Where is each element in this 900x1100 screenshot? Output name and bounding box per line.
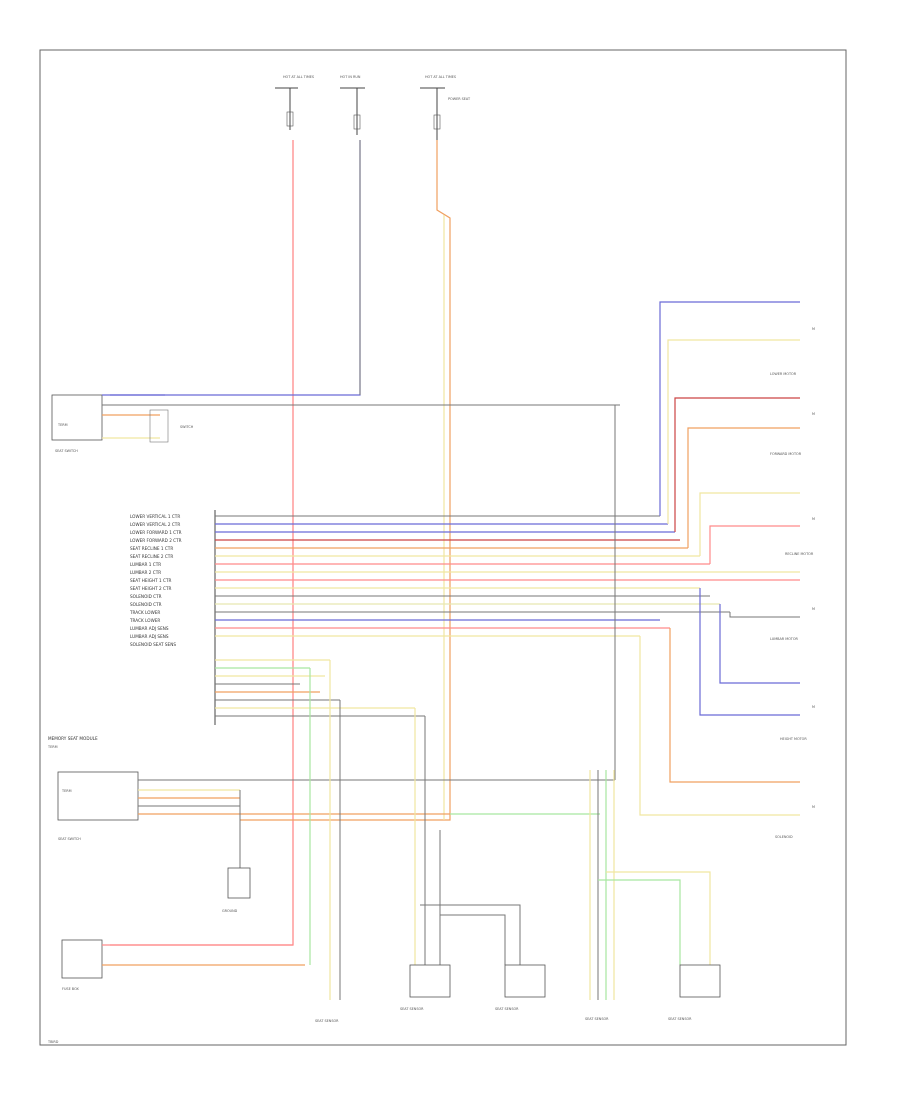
label-motor-3: RECLINE MOTOR <box>785 552 814 556</box>
pin-label-13: TRACK LOWER <box>129 618 160 623</box>
sensor-label-5: SEAT SENSOR <box>668 1017 692 1021</box>
svg-text:M: M <box>812 705 815 709</box>
left-switch-label: SEAT SWITCH <box>55 449 78 453</box>
sensor-label-3: SEAT SENSOR <box>495 1007 519 1011</box>
pin-label-4: SEAT RECLINE 1 CTR <box>130 546 173 551</box>
pin-label-1: LOWER VERTICAL 2 CTR <box>130 522 180 527</box>
fuse-box: FUSE BOX <box>61 939 305 991</box>
left-seat-switch: TERM SEAT SWITCH SWITCH <box>51 394 620 453</box>
pin-label-11: SOLENOID CTR <box>130 602 162 607</box>
sensor-box-3 <box>504 964 546 998</box>
sensor-label-2: SEAT SENSOR <box>400 1007 424 1011</box>
svg-text:TERM: TERM <box>61 789 72 793</box>
label-motor-4: LUMBAR MOTOR <box>770 637 799 641</box>
sensor-label-4: SEAT SENSOR <box>585 1017 609 1021</box>
module-title: MEMORY SEAT MODULE <box>48 736 98 741</box>
svg-text:M: M <box>812 607 815 611</box>
memory-seat-module: LOWER VERTICAL 1 CTR LOWER VERTICAL 2 CT… <box>47 510 216 749</box>
right-component-labels: LOWER MOTOR FORWARD MOTOR RECLINE MOTOR … <box>770 327 815 839</box>
svg-text:SWITCH: SWITCH <box>180 425 194 429</box>
fuse-label-3: HOT AT ALL TIMES <box>425 75 456 79</box>
svg-text:M: M <box>812 517 815 521</box>
svg-text:M: M <box>812 805 815 809</box>
pin-label-7: LUMBAR 2 CTR <box>130 570 161 575</box>
pin-label-9: SEAT HEIGHT 2 CTR <box>130 586 172 591</box>
pin-label-0: LOWER VERTICAL 1 CTR <box>130 514 180 519</box>
svg-text:TERM: TERM <box>47 745 58 749</box>
diagram-frame <box>39 49 847 1046</box>
module-output-wires <box>215 515 800 637</box>
pin-label-2: LOWER FORWARD 1 CTR <box>130 530 182 535</box>
label-motor-1: LOWER MOTOR <box>770 372 797 376</box>
fuse-source-2: HOT IN RUN <box>340 75 365 135</box>
page-id: TBIRD <box>47 1040 59 1044</box>
fuse-source-3: HOT AT ALL TIMES POWER SEAT <box>420 75 471 140</box>
pin-label-6: LUMBAR 1 CTR <box>130 562 161 567</box>
label-motor-2: FORWARD MOTOR <box>770 452 802 456</box>
svg-text:TERM: TERM <box>57 423 68 427</box>
sensor-label-1: SEAT SENSOR <box>315 1019 339 1023</box>
pin-label-10: SOLENOID CTR <box>130 594 162 599</box>
wire-fuse2 <box>110 140 361 396</box>
fuse-source-1: HOT AT ALL TIMES <box>275 75 314 130</box>
pin-label-5: SEAT RECLINE 2 CTR <box>130 554 173 559</box>
pin-label-16: SOLENOID SEAT SENS <box>130 642 176 647</box>
lower-seat-switch: TERM SEAT SWITCH <box>57 771 615 868</box>
right-connectors <box>614 301 800 816</box>
lower-switch-label: SEAT SWITCH <box>58 837 81 841</box>
ground-label: GROUND <box>222 909 238 913</box>
pin-label-15: LUMBAR ADJ SENS <box>130 634 169 639</box>
fuse-label-2: HOT IN RUN <box>340 75 361 79</box>
svg-text:M: M <box>812 412 815 416</box>
pin-label-12: TRACK LOWER <box>129 610 160 615</box>
sensor-box-5 <box>679 964 721 998</box>
svg-text:POWER SEAT: POWER SEAT <box>448 97 471 101</box>
sensor-boxes: SEAT SENSOR SEAT SENSOR SEAT SENSOR SEAT… <box>315 964 721 1023</box>
sensor-box-2 <box>409 964 451 998</box>
svg-text:M: M <box>812 327 815 331</box>
label-motor-5: HEIGHT MOTOR <box>780 737 807 741</box>
ground: GROUND <box>222 867 251 913</box>
label-motor-6: SOLENOID <box>775 835 793 839</box>
wire-orange-main <box>240 140 451 821</box>
fuse-box-label: FUSE BOX <box>62 987 80 991</box>
fuse-label-1: HOT AT ALL TIMES <box>283 75 314 79</box>
pin-label-8: SEAT HEIGHT 1 CTR <box>130 578 172 583</box>
pin-label-14: LUMBAR ADJ SENS <box>130 626 169 631</box>
sensor-columns <box>309 660 711 1000</box>
module-lower-wires <box>215 659 425 717</box>
pin-label-3: LOWER FORWARD 2 CTR <box>130 538 182 543</box>
